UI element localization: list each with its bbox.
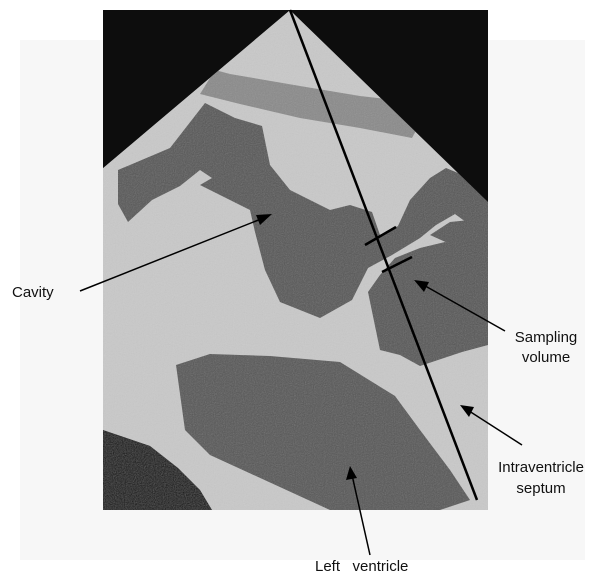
left-ventricle-label: Left ventricle <box>315 557 408 576</box>
sampling-volume-label-line2: volume <box>505 348 587 367</box>
sampling-volume-label-line1: Sampling <box>505 328 587 347</box>
cavity-label: Cavity <box>12 283 54 302</box>
septum-label-line1: Intraventricle <box>485 458 597 477</box>
septum-label-line2: septum <box>485 479 597 498</box>
